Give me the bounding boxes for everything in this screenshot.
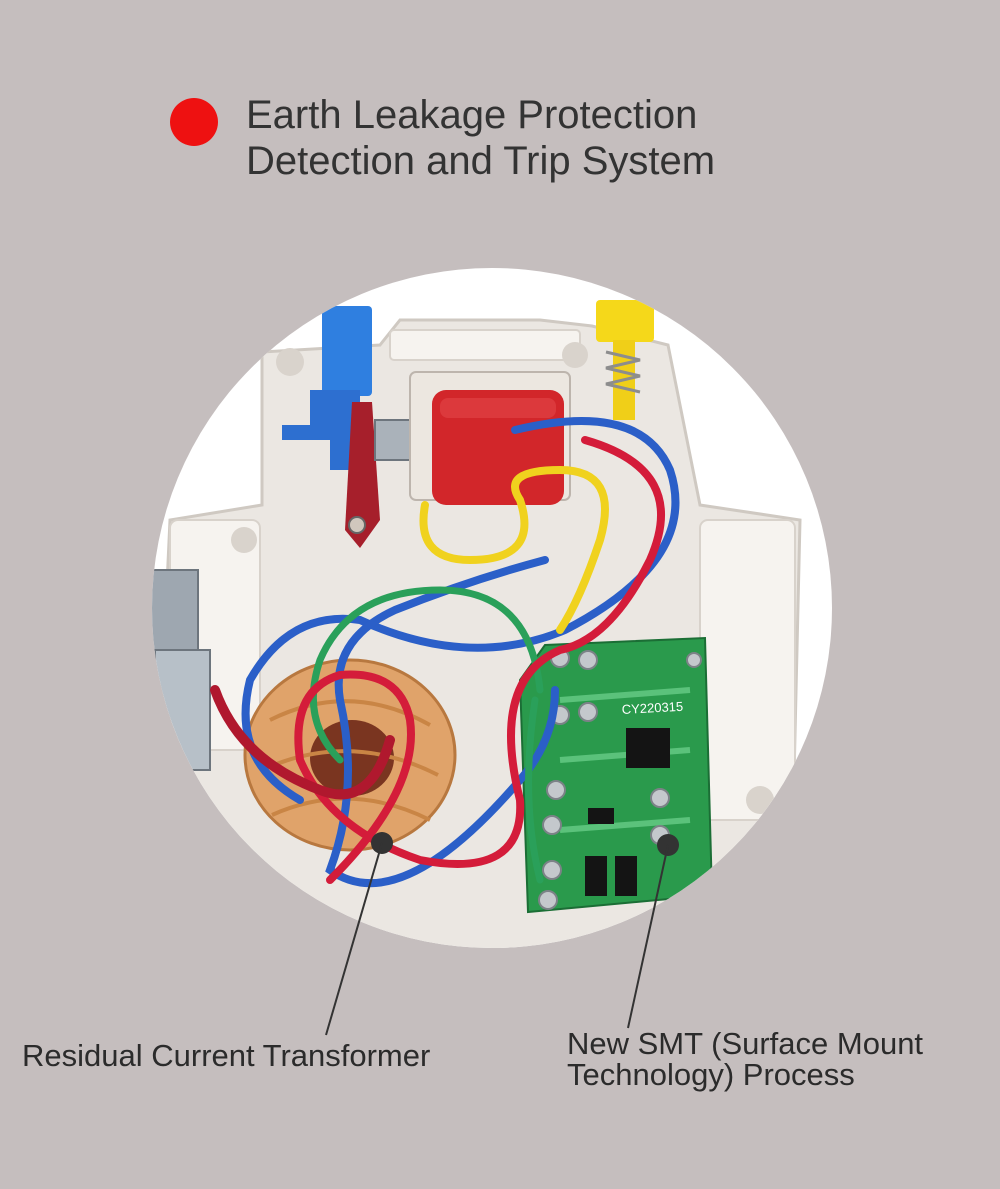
trip-solenoid-coil [409,371,571,505]
leader-line-rct [325,842,383,1036]
trip-latch [345,402,380,548]
wiring [210,417,680,888]
title-line-2: Detection and Trip System [246,139,716,183]
rct-label-text: Residual Current Transformer [22,1038,431,1073]
header: Earth Leakage Protection Detection and T… [168,92,868,192]
residual-current-transformer-label: Residual Current Transformer [22,1040,430,1071]
pcb-board: CY220315 [518,636,714,914]
red-wire-1 [294,436,666,884]
yellow-wire [419,465,609,634]
smt-label-line-2: Technology) Process [567,1057,855,1092]
red-wire-2 [210,685,395,800]
title-line-1: Earth Leakage Protection [246,93,698,137]
smt-label-line-1: New SMT (Surface Mount [567,1026,924,1061]
callout-rct [325,832,393,1036]
blue-wire-1 [241,417,680,804]
blue-lever [282,306,372,470]
test-button [596,300,654,420]
smt-process-label: New SMT (Surface Mount Technology) Proce… [567,1028,923,1090]
page-title: Earth Leakage Protection Detection and T… [246,92,715,184]
leader-line-smt [627,844,669,1029]
green-wire [309,586,544,884]
callout-smt [627,834,679,1029]
blue-wire-2 [325,556,559,888]
red-bullet-icon [170,98,218,146]
pcb-marking: CY220315 [621,699,683,717]
